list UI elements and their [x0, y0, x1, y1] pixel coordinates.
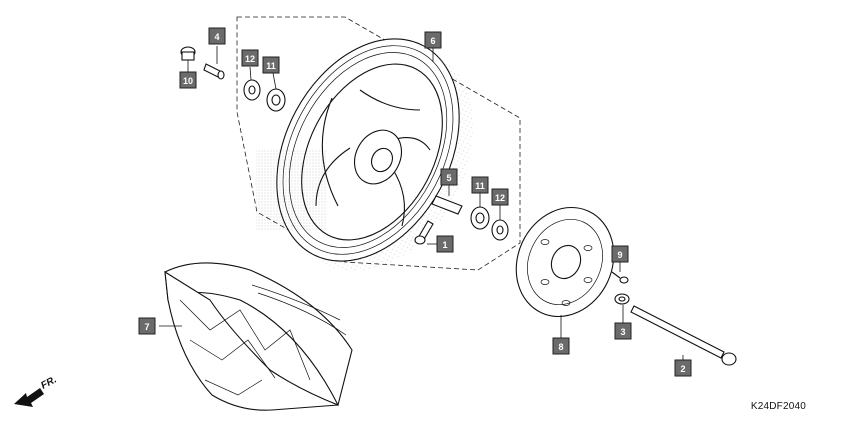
callout-label-7: 7 [144, 322, 149, 332]
callout-label-5: 5 [446, 173, 451, 183]
callout-6: 6 [424, 31, 442, 49]
leader-lines [159, 46, 684, 360]
diagram-code: K24DF2040 [750, 401, 806, 412]
callout-label-12-left: 12 [245, 54, 255, 64]
bearing-11-left [266, 88, 286, 112]
axle-2 [630, 305, 737, 366]
front-direction-indicator: FR. [14, 374, 59, 407]
callout-11-right: 11 [471, 176, 489, 194]
bearing-12-left [243, 79, 261, 101]
callout-label-10: 10 [183, 76, 193, 86]
callout-7: 7 [138, 317, 156, 335]
callout-label-4: 4 [214, 32, 219, 42]
direction-label: FR. [39, 374, 58, 391]
callout-label-1: 1 [442, 240, 447, 250]
callout-2: 2 [674, 359, 692, 377]
callout-label-9: 9 [617, 250, 622, 260]
distance-collar-5 [431, 195, 463, 215]
callout-11-left: 11 [262, 56, 280, 74]
callout-5: 5 [440, 168, 458, 186]
callout-10: 10 [179, 71, 197, 89]
callout-label-2: 2 [680, 364, 685, 374]
assembly-boundary [236, 16, 521, 271]
bearing-12-right [491, 219, 509, 241]
callout-label-3: 3 [620, 327, 625, 337]
bearing-11-right [470, 206, 490, 230]
collar-10 [180, 46, 196, 61]
callout-label-11-right: 11 [475, 181, 485, 191]
callout-label-8: 8 [558, 342, 563, 352]
callout-12-left: 12 [241, 49, 259, 67]
callout-label-12-right: 12 [495, 193, 505, 203]
wheel-rim [256, 38, 474, 272]
callout-4: 4 [208, 27, 226, 45]
callout-label-11-left: 11 [266, 61, 276, 71]
tire [164, 262, 353, 411]
bolt-9 [611, 271, 629, 284]
brake-disc [515, 206, 615, 318]
callout-label-6: 6 [430, 36, 435, 46]
callout-8: 8 [552, 337, 570, 355]
callout-3: 3 [614, 322, 632, 340]
front-arrow-icon [14, 388, 44, 407]
callout-9: 9 [611, 245, 629, 263]
valve-stem [414, 220, 434, 245]
callout-1: 1 [436, 235, 454, 253]
spacer-4 [203, 63, 225, 80]
collar-3 [614, 293, 630, 305]
callout-12-right: 12 [491, 188, 509, 206]
